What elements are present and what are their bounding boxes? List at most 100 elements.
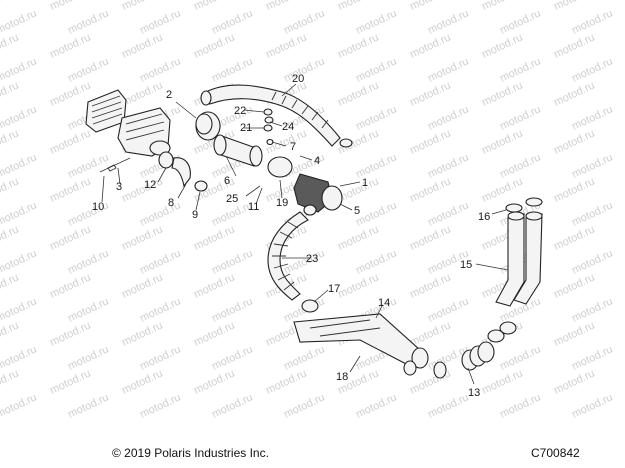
callout-2: 2: [166, 89, 172, 101]
watermark-text: motod.ru: [0, 247, 39, 276]
watermark-text: motod.ru: [0, 79, 21, 108]
watermark-text: motod.ru: [0, 199, 39, 228]
watermark-text: motod.ru: [192, 0, 236, 13]
watermark-text: motod.ru: [0, 175, 21, 204]
clamp-and-housing: [267, 156, 343, 216]
watermark-text: motod.ru: [426, 199, 470, 228]
callout-19: 19: [276, 197, 288, 209]
watermark-text: motod.ru: [0, 319, 21, 348]
callout-24: 24: [282, 121, 294, 133]
callout-10: 10: [92, 201, 104, 213]
callout-4: 4: [314, 155, 320, 167]
watermark-text: motod.ru: [498, 55, 542, 84]
watermark-text: motod.ru: [426, 151, 470, 180]
callout-9: 9: [192, 209, 198, 221]
callout-3: 3: [116, 181, 122, 193]
watermark-text: motod.ru: [282, 7, 326, 36]
watermark-text: motod.ru: [0, 343, 39, 372]
twin-tailpipes: [495, 197, 543, 307]
watermark-text: motod.ru: [354, 103, 398, 132]
watermark-text: motod.ru: [498, 391, 542, 420]
watermark-text: motod.ru: [282, 343, 326, 372]
bolt-fastener: [99, 157, 131, 173]
watermark-text: motod.ru: [0, 223, 21, 252]
watermark-text: motod.ru: [0, 391, 39, 420]
watermark-text: motod.ru: [480, 0, 524, 13]
callout-7: 7: [290, 141, 296, 153]
watermark-text: motod.ru: [282, 247, 326, 276]
copyright-notice: © 2019 Polaris Industries Inc.: [112, 446, 269, 460]
callout-8: 8: [168, 197, 174, 209]
watermark-text: motod.ru: [66, 391, 110, 420]
watermark-text: motod.ru: [66, 7, 110, 36]
watermark-text: motod.ru: [138, 295, 182, 324]
watermark-text: motod.ru: [570, 343, 614, 372]
watermark-text: motod.ru: [0, 0, 21, 13]
watermark-text: motod.ru: [0, 7, 39, 36]
watermark-text: motod.ru: [282, 55, 326, 84]
watermark-text: motod.ru: [138, 391, 182, 420]
watermark-text: motod.ru: [570, 247, 614, 276]
watermark-text: motod.ru: [210, 7, 254, 36]
watermark-text: motod.ru: [498, 151, 542, 180]
watermark-text: motod.ru: [570, 391, 614, 420]
watermark-text: motod.ru: [354, 55, 398, 84]
watermark-text: motod.ru: [336, 0, 380, 13]
watermark-text: motod.ru: [0, 31, 21, 60]
watermark-text: motod.ru: [210, 55, 254, 84]
corrugated-hose: [267, 211, 309, 301]
watermark-text: motod.ru: [498, 7, 542, 36]
callout-6: 6: [224, 175, 230, 187]
watermark-text: motod.ru: [426, 295, 470, 324]
callout-16: 16: [478, 211, 490, 223]
diagram-code: C700842: [531, 446, 580, 460]
callout-22: 22: [234, 105, 246, 117]
hose-clamp-17: [301, 299, 319, 313]
watermark-text: motod.ru: [282, 391, 326, 420]
callout-12: 12: [144, 179, 156, 191]
watermark-text: motod.ru: [210, 295, 254, 324]
watermark-text: motod.ru: [66, 55, 110, 84]
watermark-text: motod.ru: [138, 55, 182, 84]
watermark-text: motod.ru: [426, 391, 470, 420]
watermark-text: motod.ru: [354, 247, 398, 276]
watermark-text: motod.ru: [120, 0, 164, 13]
watermark-text: motod.ru: [0, 103, 39, 132]
callout-13: 13: [468, 387, 480, 399]
airbox-housing: [117, 107, 171, 157]
watermark-text: motod.ru: [426, 55, 470, 84]
watermark-text: motod.ru: [210, 343, 254, 372]
watermark-text: motod.ru: [426, 7, 470, 36]
watermark-text: motod.ru: [138, 247, 182, 276]
muffler-pipe: [293, 313, 429, 376]
callout-18: 18: [336, 371, 348, 383]
watermark-text: motod.ru: [66, 295, 110, 324]
watermark-text: motod.ru: [0, 127, 21, 156]
watermark-text: motod.ru: [66, 247, 110, 276]
intake-coupler: [195, 111, 221, 141]
watermark-text: motod.ru: [138, 7, 182, 36]
callout-14: 14: [378, 297, 390, 309]
elbow-hose: [158, 151, 208, 192]
leader-lines: [101, 83, 509, 385]
watermark-text: motod.ru: [138, 199, 182, 228]
watermark-text: motod.ru: [0, 295, 39, 324]
cylindrical-filter: [213, 134, 263, 167]
callout-15: 15: [460, 259, 472, 271]
watermark-text: motod.ru: [552, 0, 596, 13]
watermark-text: motod.ru: [210, 391, 254, 420]
watermark-text: motod.ru: [264, 0, 308, 13]
watermark-text: motod.ru: [354, 7, 398, 36]
callout-17: 17: [328, 283, 340, 295]
watermark-text: motod.ru: [354, 199, 398, 228]
watermark-text: motod.ru: [570, 151, 614, 180]
watermark-text: motod.ru: [570, 55, 614, 84]
watermark-text: motod.ru: [0, 151, 39, 180]
watermark-text: motod.ru: [354, 391, 398, 420]
callout-21: 21: [240, 122, 252, 134]
watermark-text: motod.ru: [354, 151, 398, 180]
watermark-text: motod.ru: [498, 343, 542, 372]
watermark-text: motod.ru: [570, 7, 614, 36]
